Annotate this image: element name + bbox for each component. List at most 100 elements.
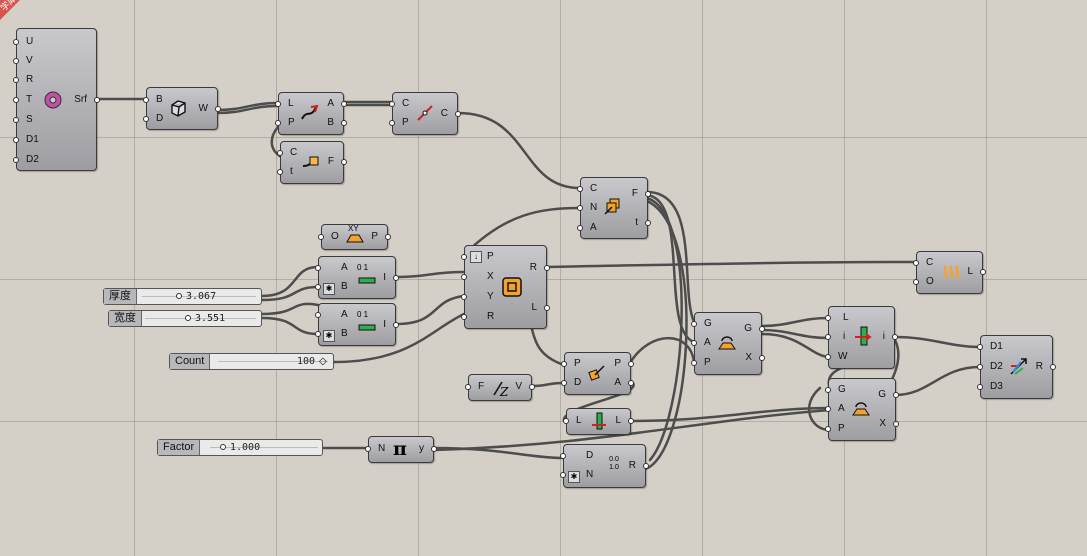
- input-s[interactable]: S: [26, 114, 33, 125]
- port-grip-icon[interactable]: [691, 321, 697, 327]
- port-grip-icon[interactable]: [461, 254, 467, 260]
- input-u[interactable]: U: [26, 36, 34, 47]
- input-b[interactable]: B: [156, 94, 163, 105]
- port-grip-icon[interactable]: [143, 97, 149, 103]
- input-d3[interactable]: D3: [990, 381, 1003, 392]
- input-d[interactable]: D: [586, 450, 594, 461]
- output-r[interactable]: R: [529, 262, 537, 273]
- slider-knob[interactable]: [185, 315, 191, 321]
- port-grip-icon[interactable]: [563, 418, 569, 424]
- input-a[interactable]: A: [838, 403, 845, 414]
- output-f[interactable]: F: [327, 156, 334, 167]
- output-a[interactable]: A: [327, 98, 334, 109]
- port-grip-icon[interactable]: [455, 111, 461, 117]
- port-grip-icon[interactable]: [529, 384, 535, 390]
- output-g[interactable]: G: [878, 389, 886, 400]
- port-grip-icon[interactable]: [1050, 364, 1056, 370]
- unit-z-component[interactable]: F V Z: [465, 374, 535, 401]
- port-grip-icon[interactable]: [825, 354, 831, 360]
- series-component[interactable]: D N ✱ R 0.0 1.0: [560, 444, 649, 488]
- input-p[interactable]: P: [838, 423, 845, 434]
- port-grip-icon[interactable]: [13, 137, 19, 143]
- port-grip-icon[interactable]: [980, 269, 986, 275]
- port-grip-icon[interactable]: [275, 120, 281, 126]
- port-grip-icon[interactable]: [13, 157, 19, 163]
- port-grip-icon[interactable]: [315, 284, 321, 290]
- port-grip-icon[interactable]: [341, 159, 347, 165]
- port-grip-icon[interactable]: [143, 116, 149, 122]
- rectangle-component[interactable]: P X Y R ↓ R L: [461, 245, 550, 329]
- port-grip-icon[interactable]: [977, 344, 983, 350]
- input-p[interactable]: P: [487, 251, 494, 262]
- port-grip-icon[interactable]: [577, 205, 583, 211]
- input-o[interactable]: O: [926, 276, 934, 287]
- port-grip-icon[interactable]: [628, 418, 634, 424]
- port-grip-icon[interactable]: [643, 463, 649, 469]
- input-d1[interactable]: D1: [990, 341, 1003, 352]
- output-p[interactable]: P: [371, 231, 378, 242]
- output-t[interactable]: t: [635, 217, 638, 228]
- orient-component-1[interactable]: G A P G X: [691, 312, 765, 375]
- port-grip-icon[interactable]: [277, 150, 283, 156]
- flip-component[interactable]: L i W i: [825, 306, 898, 369]
- input-t[interactable]: T: [26, 94, 33, 105]
- port-grip-icon[interactable]: [315, 265, 321, 271]
- factor-slider[interactable]: Factor 1.000: [157, 439, 323, 456]
- input-a[interactable]: A: [704, 337, 711, 348]
- merge-component[interactable]: D1 D2 D3 R: [977, 335, 1056, 399]
- port-grip-icon[interactable]: [465, 384, 471, 390]
- port-grip-icon[interactable]: [461, 274, 467, 280]
- input-g[interactable]: G: [838, 384, 846, 395]
- port-grip-icon[interactable]: [13, 97, 19, 103]
- input-o[interactable]: O: [331, 231, 339, 242]
- input-d[interactable]: D: [574, 377, 582, 388]
- width-slider[interactable]: 宽度 3.551: [108, 310, 262, 327]
- port-grip-icon[interactable]: [893, 392, 899, 398]
- output-l[interactable]: L: [615, 415, 621, 426]
- input-b[interactable]: B: [341, 328, 348, 339]
- port-grip-icon[interactable]: [977, 364, 983, 370]
- port-grip-icon[interactable]: [577, 186, 583, 192]
- port-grip-icon[interactable]: [318, 234, 324, 240]
- input-y[interactable]: Y: [487, 291, 494, 302]
- curve-split-component[interactable]: L P A B: [275, 92, 347, 135]
- input-r[interactable]: R: [487, 311, 495, 322]
- port-grip-icon[interactable]: [365, 446, 371, 452]
- input-n[interactable]: N: [586, 469, 594, 480]
- input-a[interactable]: A: [590, 222, 597, 233]
- port-grip-icon[interactable]: [341, 101, 347, 107]
- input-w[interactable]: W: [838, 351, 848, 362]
- range-component-1[interactable]: A B ✱ I 0 1: [315, 256, 399, 299]
- evaluate-curve-component[interactable]: C t F: [277, 141, 347, 184]
- input-r[interactable]: R: [26, 74, 34, 85]
- port-grip-icon[interactable]: [628, 361, 634, 367]
- port-grip-icon[interactable]: [913, 260, 919, 266]
- thickness-slider[interactable]: 厚度 3.067: [103, 288, 262, 305]
- output-p[interactable]: P: [614, 358, 621, 369]
- output-l[interactable]: L: [967, 266, 973, 277]
- input-p[interactable]: P: [288, 117, 295, 128]
- output-w[interactable]: W: [198, 103, 208, 114]
- deconstruct-plane-component[interactable]: P D P A: [561, 352, 634, 395]
- pi-component[interactable]: N y π: [365, 436, 437, 463]
- port-grip-icon[interactable]: [544, 305, 550, 311]
- port-grip-icon[interactable]: [13, 58, 19, 64]
- input-d2[interactable]: D2: [26, 154, 39, 165]
- output-f[interactable]: F: [631, 188, 638, 199]
- input-p[interactable]: P: [402, 117, 409, 128]
- loft-component[interactable]: C O L: [913, 251, 986, 294]
- port-grip-icon[interactable]: [691, 340, 697, 346]
- port-grip-icon[interactable]: [385, 234, 391, 240]
- port-grip-icon[interactable]: [645, 191, 651, 197]
- port-grip-icon[interactable]: [215, 106, 221, 112]
- input-a[interactable]: A: [341, 262, 348, 273]
- input-a[interactable]: A: [341, 309, 348, 320]
- xy-plane-component[interactable]: O P XY: [318, 224, 391, 250]
- port-grip-icon[interactable]: [389, 101, 395, 107]
- port-grip-icon[interactable]: [461, 314, 467, 320]
- input-n[interactable]: N: [590, 202, 598, 213]
- port-grip-icon[interactable]: [913, 279, 919, 285]
- input-l[interactable]: L: [576, 415, 582, 426]
- port-grip-icon[interactable]: [13, 117, 19, 123]
- input-l[interactable]: L: [843, 312, 849, 323]
